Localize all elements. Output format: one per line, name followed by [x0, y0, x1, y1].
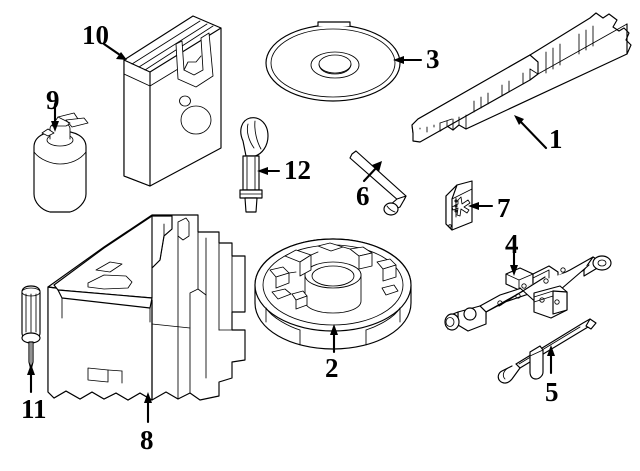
callout-label-12: 12: [284, 155, 311, 185]
callout-label-5: 5: [545, 377, 559, 407]
part-long-foam-tray: [411, 12, 632, 143]
callout-label-7: 7: [497, 193, 511, 223]
part-wheel-cover-disc: [265, 21, 401, 102]
callout-label-8: 8: [140, 425, 154, 455]
callout-label-9: 9: [46, 85, 60, 115]
part-sealant-bottle: [33, 112, 89, 213]
part-tow-hook-eye: [239, 117, 269, 213]
part-foam-block-insert: [123, 15, 222, 187]
callout-label-4: 4: [505, 229, 519, 259]
callout-label-11: 11: [21, 394, 47, 424]
callout-label-6: 6: [356, 181, 370, 211]
part-screwdriver: [21, 285, 41, 371]
callout-label-3: 3: [426, 44, 440, 74]
callout-label-10: 10: [82, 20, 109, 50]
part-foam-storage-bin: [47, 214, 246, 401]
part-scissor-jack: [444, 255, 612, 332]
callout-label-2: 2: [325, 353, 339, 383]
part-round-tool-tray: [254, 238, 412, 350]
callout-label-1: 1: [549, 124, 563, 154]
part-jack-crank-handle: [497, 318, 597, 384]
part-mounting-bracket: [445, 180, 473, 231]
part-lug-wrench: [349, 150, 407, 216]
callout-leaders: [27, 42, 555, 424]
